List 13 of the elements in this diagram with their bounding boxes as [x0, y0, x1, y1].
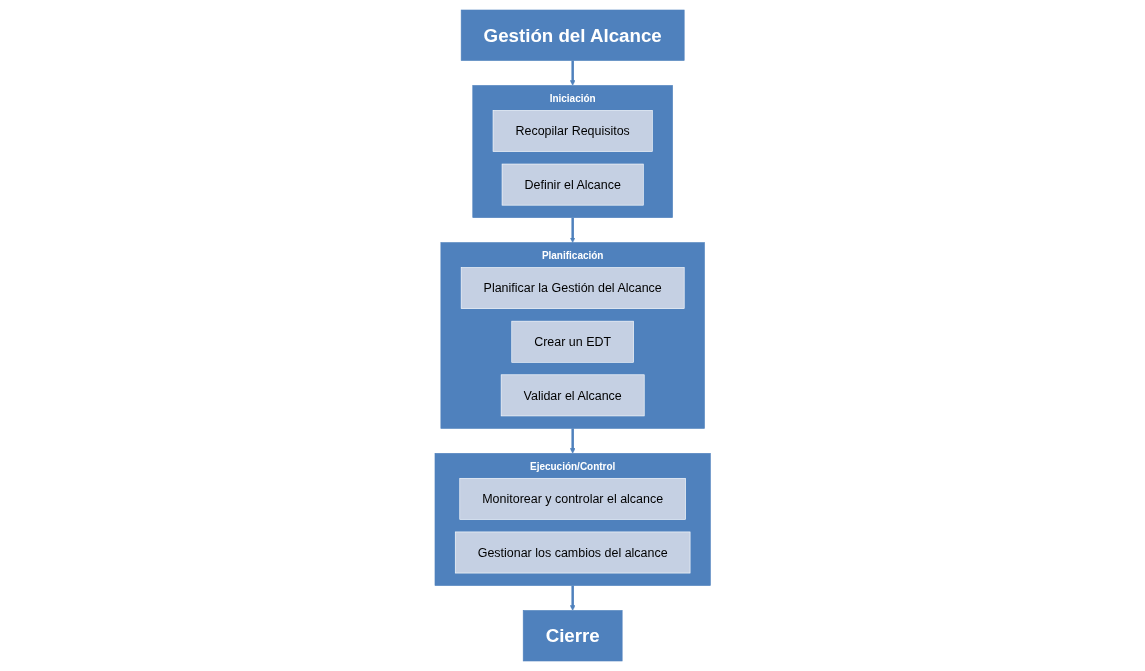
node-box: Crear un EDT	[511, 320, 634, 363]
node-box: Definir el Alcance	[501, 163, 644, 206]
node-box: Gestionar los cambios del alcance	[454, 531, 691, 574]
node-box: Monitorear y controlar el alcance	[459, 478, 686, 520]
arrow	[569, 217, 576, 243]
node-box: Validar el Alcance	[500, 374, 645, 417]
arrow	[569, 585, 576, 611]
node-box: Gestión del Alcance	[460, 9, 685, 61]
node-box: Cierre	[522, 610, 623, 662]
arrow	[569, 428, 576, 454]
arrow	[569, 60, 576, 86]
node-box: Recopilar Requisitos	[492, 110, 653, 152]
node-box: Planificar la Gestión del Alcance	[460, 267, 685, 309]
